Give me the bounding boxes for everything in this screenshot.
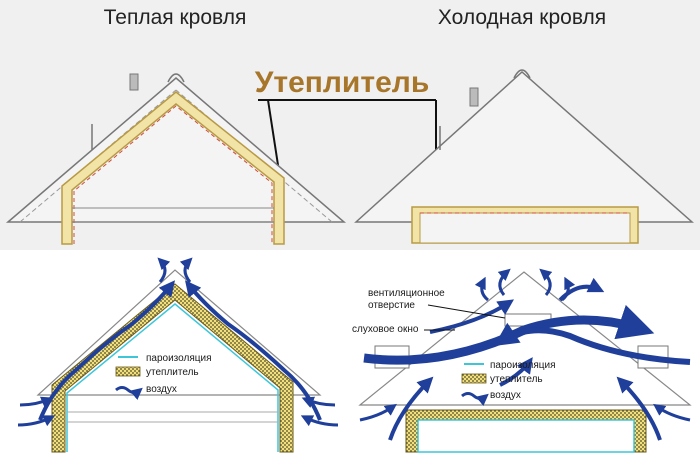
cold-roof-section <box>354 69 694 244</box>
warm-roof-title: Теплая кровля <box>104 6 247 29</box>
insulation-callout: Утеплитель <box>255 66 430 99</box>
vent-label-line2: отверстие <box>368 300 415 311</box>
vent-label-leader <box>427 304 506 319</box>
warm-roof-insulation-dotted <box>51 283 294 453</box>
cold-roof-title: Холодная кровля <box>438 6 606 29</box>
legend-left: пароизоляция утеплитель воздух <box>115 353 211 400</box>
vent-label-line1: вентиляционное <box>368 288 445 299</box>
legend-right-vapor-label: пароизоляция <box>490 360 555 371</box>
warm-roof-airflow <box>17 257 339 453</box>
legend-right-insulation-swatch <box>461 373 487 384</box>
legend-right-air-label: воздух <box>490 390 521 401</box>
legend-left-insulation-label: утеплитель <box>146 367 199 378</box>
legend-left-air-label: воздух <box>146 384 177 395</box>
warm-roof-section <box>5 73 347 245</box>
legend-left-insulation-swatch <box>115 366 141 377</box>
legend-right-insulation-label: утеплитель <box>490 374 543 385</box>
dormer-label: слуховое окно <box>352 324 419 335</box>
cold-roof-airflow <box>358 268 692 453</box>
legend-left-vapor-label: пароизоляция <box>146 353 211 364</box>
legend-right-air-swatch <box>461 392 489 406</box>
legend-left-air-swatch <box>115 386 143 400</box>
legend-right: пароизоляция утеплитель воздух <box>461 360 555 406</box>
